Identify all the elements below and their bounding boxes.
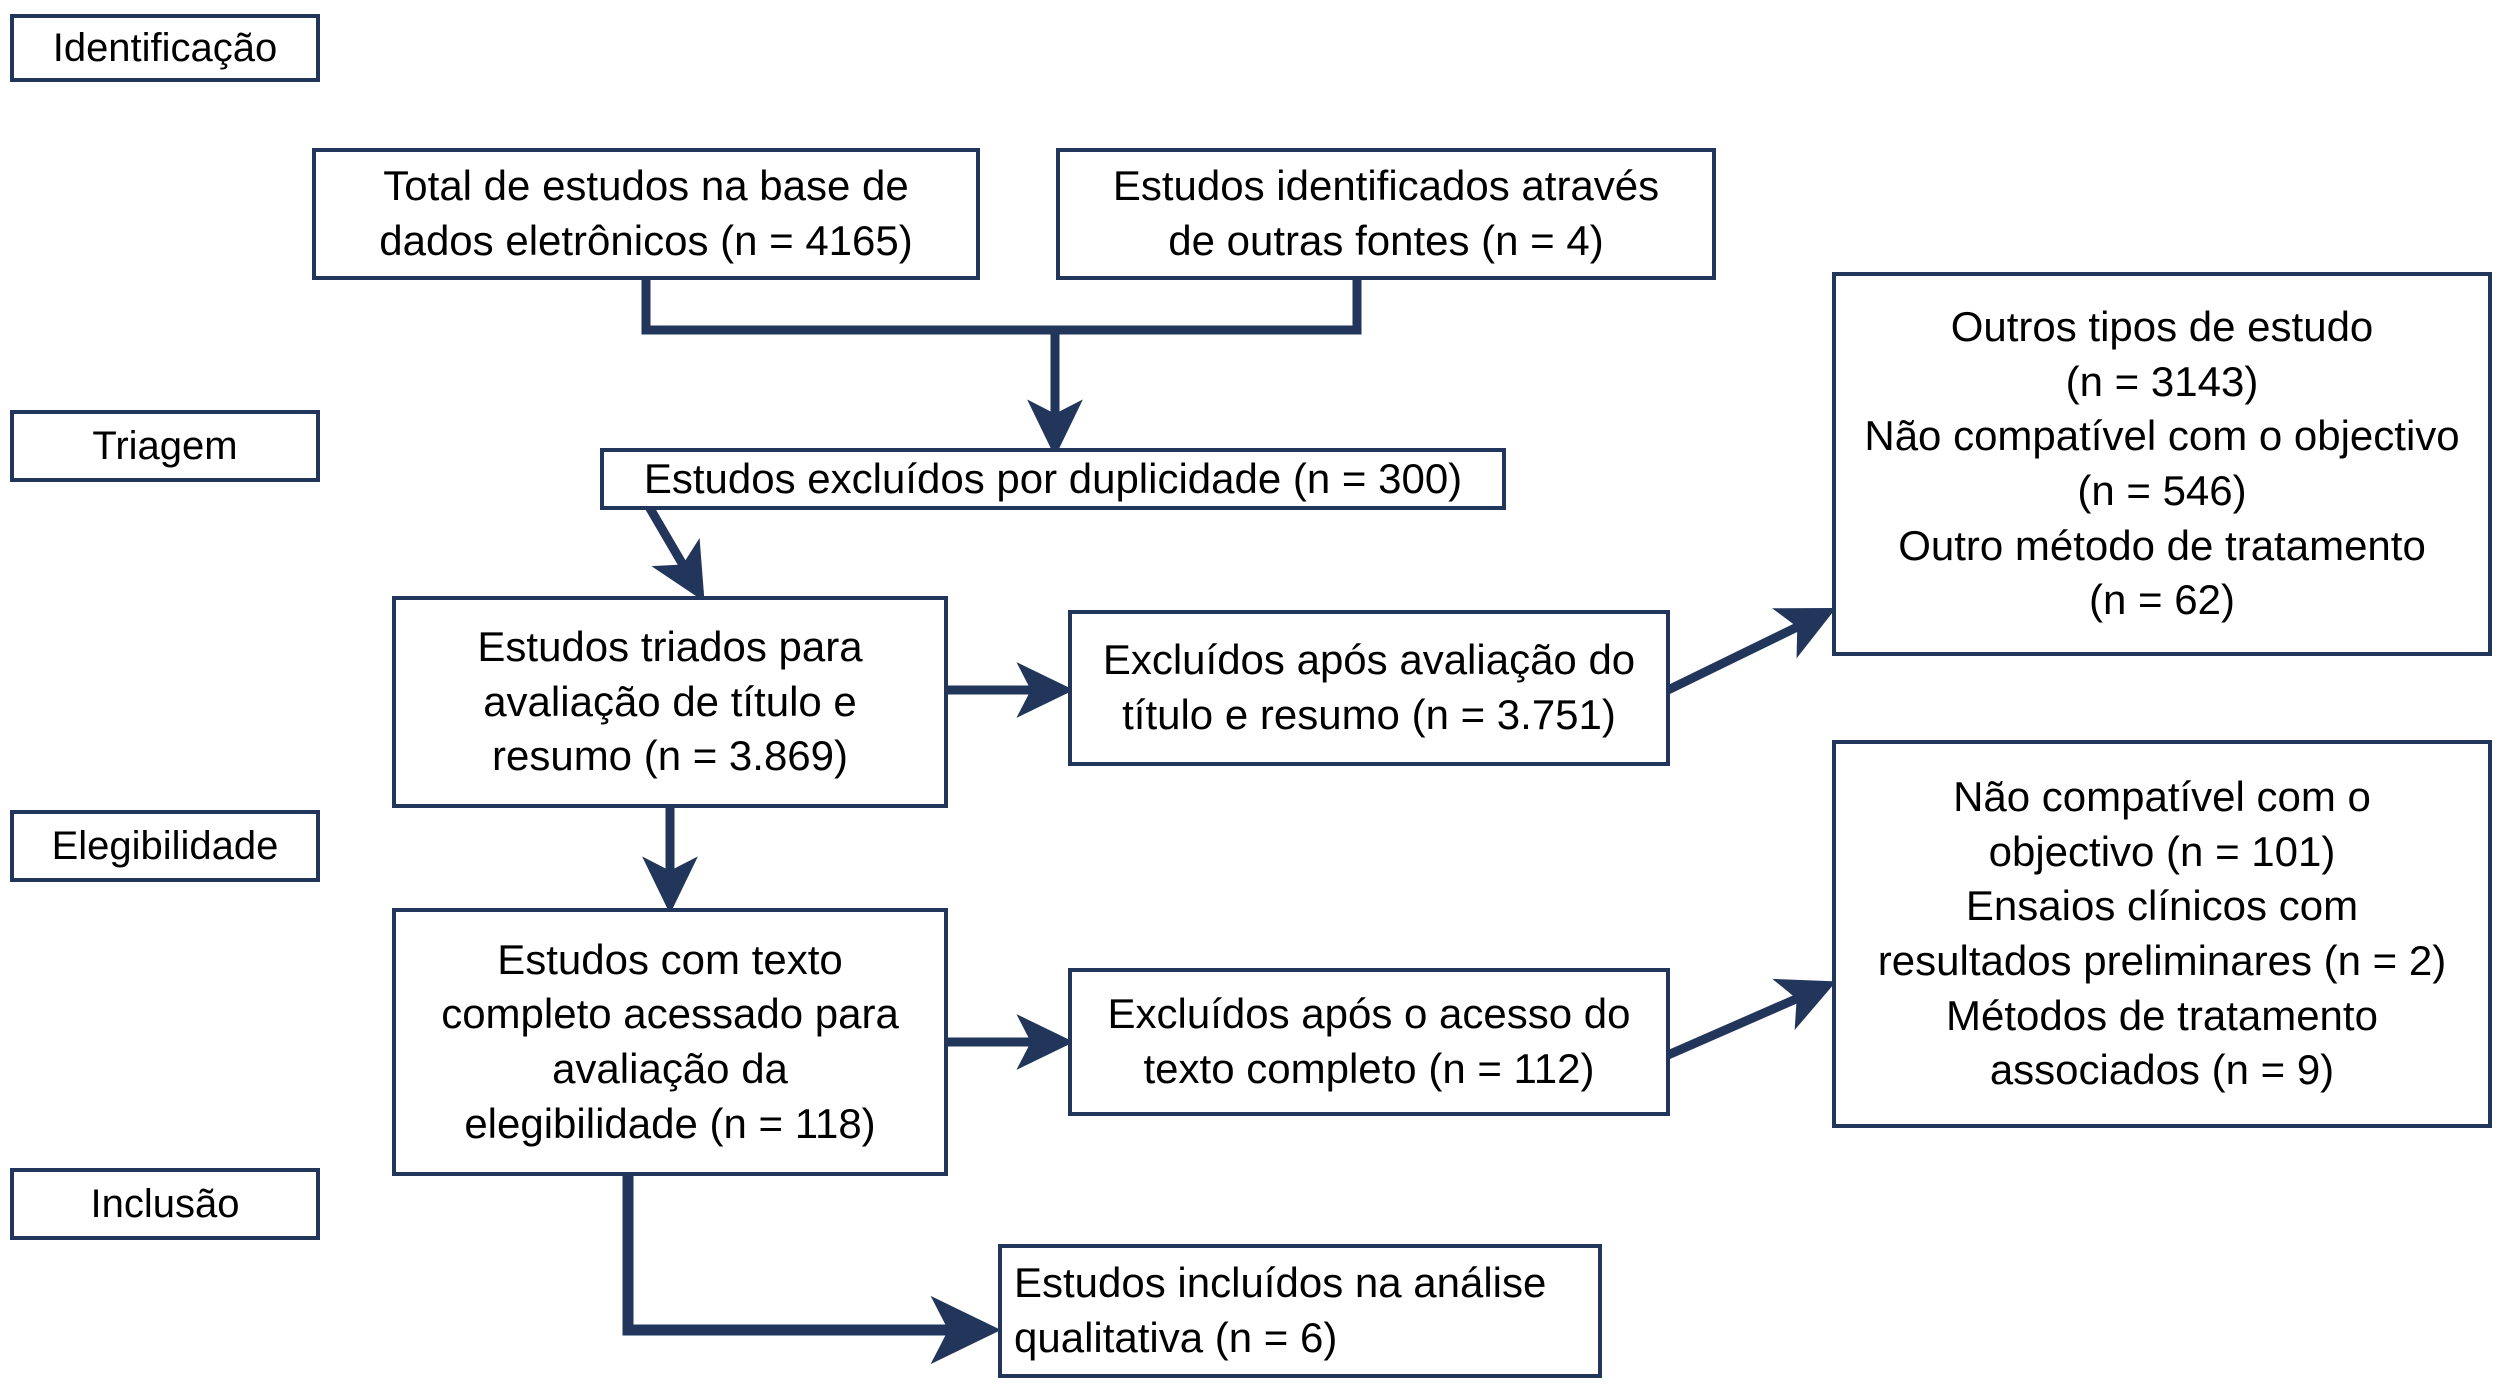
stage-label-text: Identificação: [52, 26, 278, 70]
box-excluded-fulltext: Excluídos após o acesso do texto complet…: [1068, 968, 1670, 1116]
box-excluded-title-abstract-reasons: Outros tipos de estudo (n = 3143) Não co…: [1832, 272, 2492, 656]
connector-fulltext-to-included: [622, 1176, 1001, 1365]
box-fulltext-assessed: Estudos com texto completo acessado para…: [392, 908, 948, 1176]
box-included-qualitative: Estudos incluídos na análise qualitativa…: [998, 1244, 1602, 1378]
box-excluded-fulltext-reasons-text: Não compatível com o objectivo (n = 101)…: [1877, 773, 2447, 1094]
box-other-sources: Estudos identificados através de outras …: [1056, 148, 1716, 280]
box-screened: Estudos triados para avaliação de título…: [392, 596, 948, 808]
stage-label-elegibilidade: Elegibilidade: [10, 810, 320, 882]
box-database-records: Total de estudos na base de dados eletrô…: [312, 148, 980, 280]
box-excluded-title-abstract-reasons-text: Outros tipos de estudo (n = 3143) Não co…: [1864, 303, 2460, 624]
connector-sources-to-duplicates: [641, 280, 1362, 457]
box-fulltext-assessed-text: Estudos com texto completo acessado para…: [441, 935, 899, 1147]
connector-excluded-title-to-reasons: [1666, 607, 1837, 695]
connector-excluded-fulltext-to-reasons: [1666, 978, 1837, 1060]
box-excluded-title-abstract-text: Excluídos após avaliação do título e res…: [1102, 636, 1636, 738]
stage-label-identificacao: Identificação: [10, 14, 320, 82]
box-excluded-fulltext-reasons: Não compatível com o objectivo (n = 101)…: [1832, 740, 2492, 1128]
box-duplicates-removed: Estudos excluídos por duplicidade (n = 3…: [600, 448, 1506, 510]
box-database-records-text: Total de estudos na base de dados eletrô…: [379, 162, 913, 264]
box-duplicates-removed-text: Estudos excluídos por duplicidade (n = 3…: [643, 454, 1463, 502]
connector-duplicates-to-screened: [644, 502, 705, 602]
box-excluded-title-abstract: Excluídos após avaliação do título e res…: [1068, 610, 1670, 766]
stage-label-triagem: Triagem: [10, 410, 320, 482]
stage-label-text: Triagem: [92, 424, 238, 468]
box-excluded-fulltext-text: Excluídos após o acesso do texto complet…: [1107, 990, 1631, 1092]
box-other-sources-text: Estudos identificados através de outras …: [1112, 162, 1660, 264]
stage-label-text: Elegibilidade: [51, 824, 279, 868]
box-included-qualitative-text: Estudos incluídos na análise qualitativa…: [1014, 1259, 1547, 1361]
stage-label-text: Inclusão: [90, 1182, 240, 1226]
box-screened-text: Estudos triados para avaliação de título…: [477, 623, 863, 780]
stage-label-inclusao: Inclusão: [10, 1168, 320, 1240]
